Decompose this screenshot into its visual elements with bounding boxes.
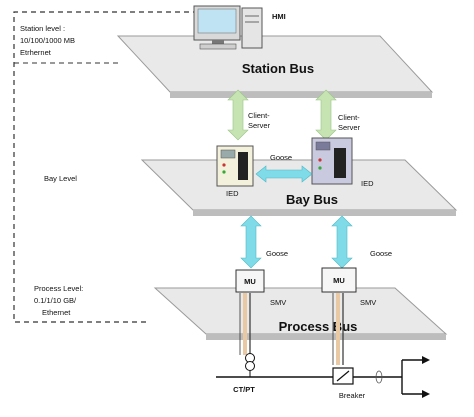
process-level-label-line3: Ethernet [42, 308, 71, 317]
client-server-arrow-right [315, 89, 337, 141]
goose-ied-label: Goose [270, 153, 292, 162]
station-level-label-line1: Station level : [20, 24, 65, 33]
ied-right-device-icon [311, 137, 353, 185]
goose-right-label: Goose [370, 249, 392, 258]
breaker-icon [332, 367, 354, 385]
ctpt-label: CT/PT [233, 385, 255, 394]
mu-left-box [235, 269, 265, 293]
hmi-computer-icon [193, 5, 263, 50]
client-server-arrow-left [227, 89, 249, 141]
bay-bus-plate: Bay Bus [140, 159, 458, 216]
mu-left-label: MU [244, 277, 256, 286]
goose-arrow-left [240, 215, 262, 269]
client-server-right-line2: Server [338, 123, 361, 132]
goose-arrow-right [331, 215, 353, 269]
bay-level-label: Bay Level [44, 174, 77, 183]
level-boundary-dashed [13, 11, 198, 323]
ied-right-label: IED [361, 179, 374, 188]
smv-right-label: SMV [360, 298, 376, 307]
bay-bus-label: Bay Bus [286, 192, 338, 207]
goose-left-label: Goose [266, 249, 288, 258]
goose-ied-arrow [255, 165, 313, 183]
process-bus-plate: Process Bus [153, 287, 448, 340]
station-level-label-line3: Etrhernet [20, 48, 52, 57]
station-bus-label: Station Bus [242, 61, 314, 76]
process-level-label-line1: Process Level: [34, 284, 83, 293]
station-bus-plate: Station Bus [116, 35, 434, 98]
client-server-left-line1: Client- [248, 111, 270, 120]
mu-right-box [321, 267, 357, 293]
ied-left-device-icon [216, 145, 254, 187]
smv-line-right [332, 293, 344, 365]
smv-left-label: SMV [270, 298, 286, 307]
smv-line-left [239, 293, 251, 355]
client-server-left-line2: Server [248, 121, 271, 130]
breaker-label: Breaker [339, 391, 366, 400]
process-bus-label: Process Bus [279, 319, 358, 334]
client-server-right-line1: Client- [338, 113, 360, 122]
process-level-label-line2: 0.1/1/10 GB/ [34, 296, 77, 305]
station-level-label-line2: 10/100/1000 MB [20, 36, 75, 45]
hmi-label: HMI [272, 12, 286, 21]
ied-left-label: IED [226, 189, 239, 198]
ct-pt-icon [245, 353, 255, 377]
mu-right-label: MU [333, 276, 345, 285]
output-feeder-branches [375, 356, 430, 398]
